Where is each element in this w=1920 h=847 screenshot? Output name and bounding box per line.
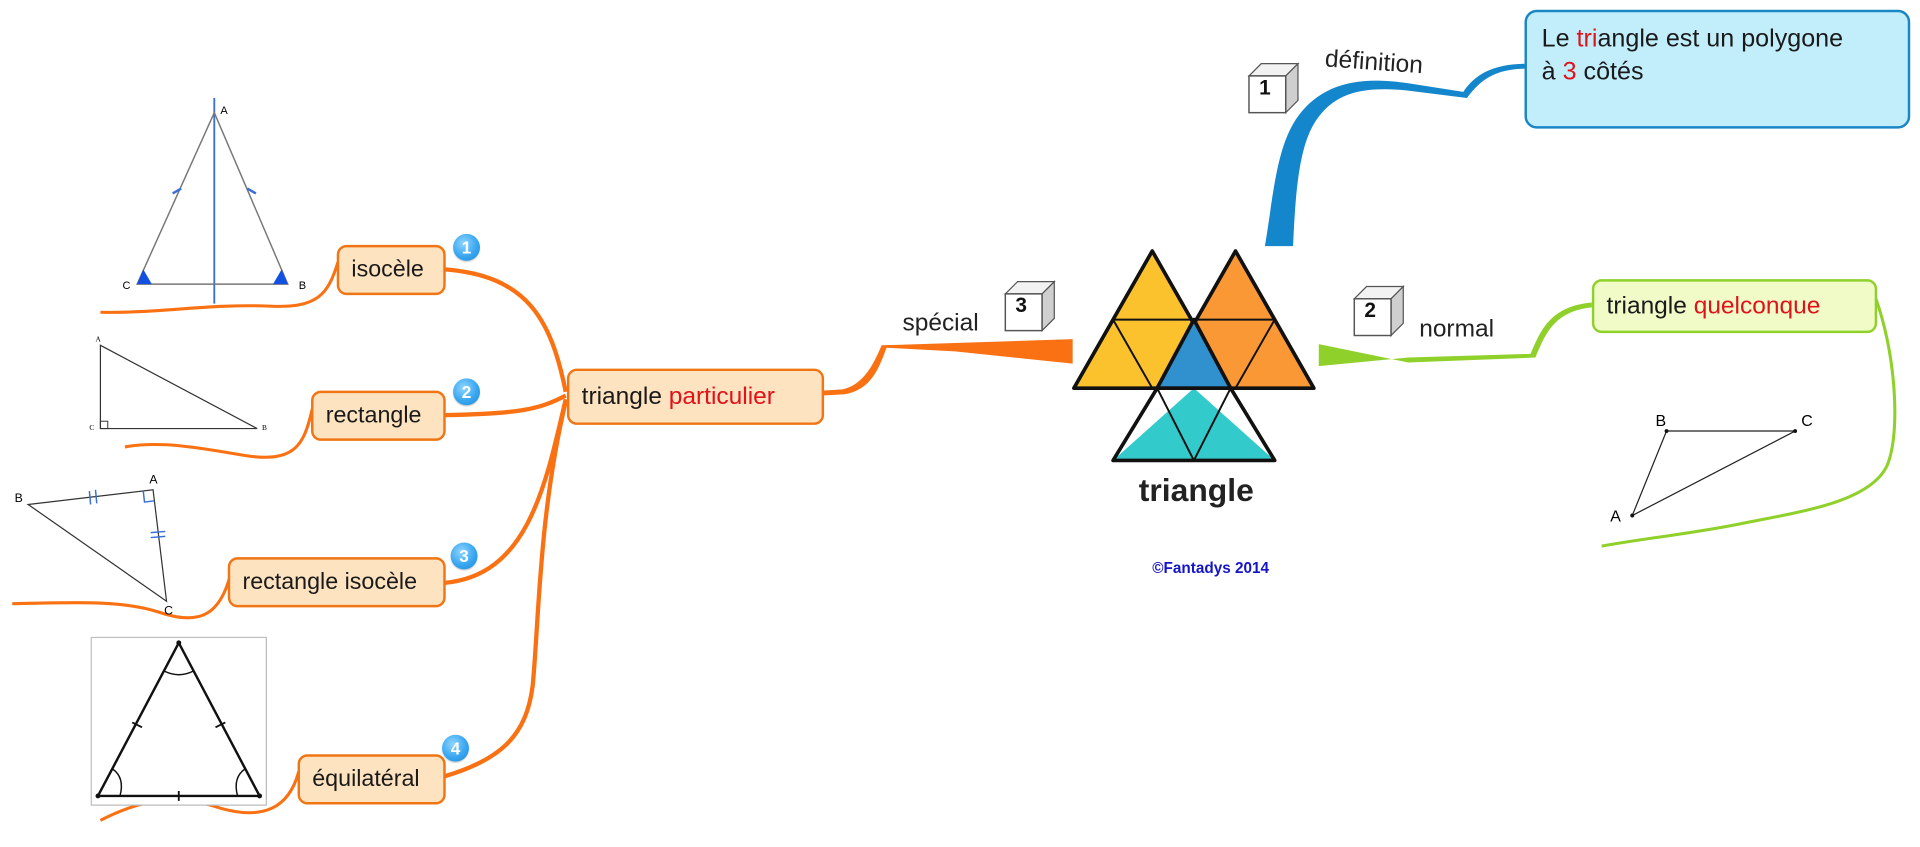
vertex-label: B xyxy=(299,280,306,292)
vertex-label: A xyxy=(96,335,102,344)
equilateral-node[interactable]: équilatéral xyxy=(297,754,446,805)
quelconque-underline xyxy=(1601,298,1897,548)
connector-rectangle xyxy=(444,393,567,418)
branch-label-normal[interactable]: normal xyxy=(1419,315,1495,343)
connector-equilateral xyxy=(443,401,568,779)
special-branch-line xyxy=(822,339,1073,396)
order-badge-icon: 1 xyxy=(453,233,481,261)
text: angle est un polygone xyxy=(1597,24,1844,53)
vertex-label: A xyxy=(220,105,228,117)
connector-isocele xyxy=(444,267,568,393)
label: équilatéral xyxy=(312,765,420,792)
vertex-label: B xyxy=(1656,413,1667,430)
text: côtés xyxy=(1576,57,1644,86)
branch-label-special[interactable]: spécial xyxy=(902,309,979,337)
highlight-text: 3 xyxy=(1562,57,1577,86)
teal-triangle-outline xyxy=(1111,386,1277,463)
vertex-label: B xyxy=(15,491,23,505)
vertex-label: C xyxy=(1801,413,1813,430)
highlight-text: quelconque xyxy=(1693,292,1821,319)
quelconque-node[interactable]: triangle quelconque xyxy=(1591,279,1878,334)
priority-cube-icon: 1 xyxy=(1247,61,1301,115)
label: rectangle isocèle xyxy=(242,568,418,595)
rectangle-node[interactable]: rectangle xyxy=(311,390,446,441)
particulier-node[interactable]: triangle particulier xyxy=(566,368,825,425)
right-isosceles-triangle-figure: A B C xyxy=(15,473,173,618)
label: rectangle xyxy=(325,402,422,428)
definition-branch-line xyxy=(1264,63,1529,247)
cube-number: 2 xyxy=(1364,298,1377,323)
text: triangle xyxy=(1606,292,1687,319)
central-topic-title[interactable]: triangle xyxy=(1138,471,1254,509)
order-badge-icon: 4 xyxy=(442,734,469,762)
vertex-label: A xyxy=(149,473,158,487)
text: triangle xyxy=(581,382,662,410)
teal-triangle xyxy=(1113,388,1275,461)
text: Le xyxy=(1541,24,1577,53)
scalene-triangle-figure: A B C xyxy=(1610,413,1813,526)
vertex-label: C xyxy=(122,280,130,292)
vertex-label: B xyxy=(262,423,267,432)
rectangle-isocele-node[interactable]: rectangle isocèle xyxy=(227,557,446,608)
isocele-node[interactable]: isocèle xyxy=(336,244,446,296)
vertex-label: A xyxy=(1610,509,1621,526)
label: isocèle xyxy=(351,256,424,283)
order-badge-icon: 2 xyxy=(453,378,481,406)
order-badge-icon: 3 xyxy=(450,542,478,570)
vertex-label: C xyxy=(164,604,173,618)
priority-cube-icon: 2 xyxy=(1352,284,1406,338)
definition-node[interactable]: Le triangle est un polygone à 3 côtés xyxy=(1524,9,1911,129)
cube-number: 3 xyxy=(1015,293,1028,318)
underline-rectangle-isocele xyxy=(12,575,232,620)
normal-branch-line xyxy=(1318,302,1592,367)
priority-cube-icon: 3 xyxy=(1003,279,1057,333)
highlight-text: tri xyxy=(1576,24,1598,53)
isosceles-triangle-figure: A B C xyxy=(122,97,306,304)
text: à xyxy=(1541,57,1563,86)
underline-rectangle xyxy=(124,408,314,459)
copyright-text: ©Fantadys 2014 xyxy=(1152,559,1270,577)
vertex-label: C xyxy=(89,423,94,432)
highlight-text: particulier xyxy=(668,382,775,410)
equilateral-triangle-figure xyxy=(90,636,267,806)
central-triangle-logo xyxy=(1072,249,1316,463)
cube-number: 1 xyxy=(1259,75,1271,100)
underline-isocele xyxy=(100,261,340,314)
right-triangle-figure: A B C xyxy=(89,335,267,432)
